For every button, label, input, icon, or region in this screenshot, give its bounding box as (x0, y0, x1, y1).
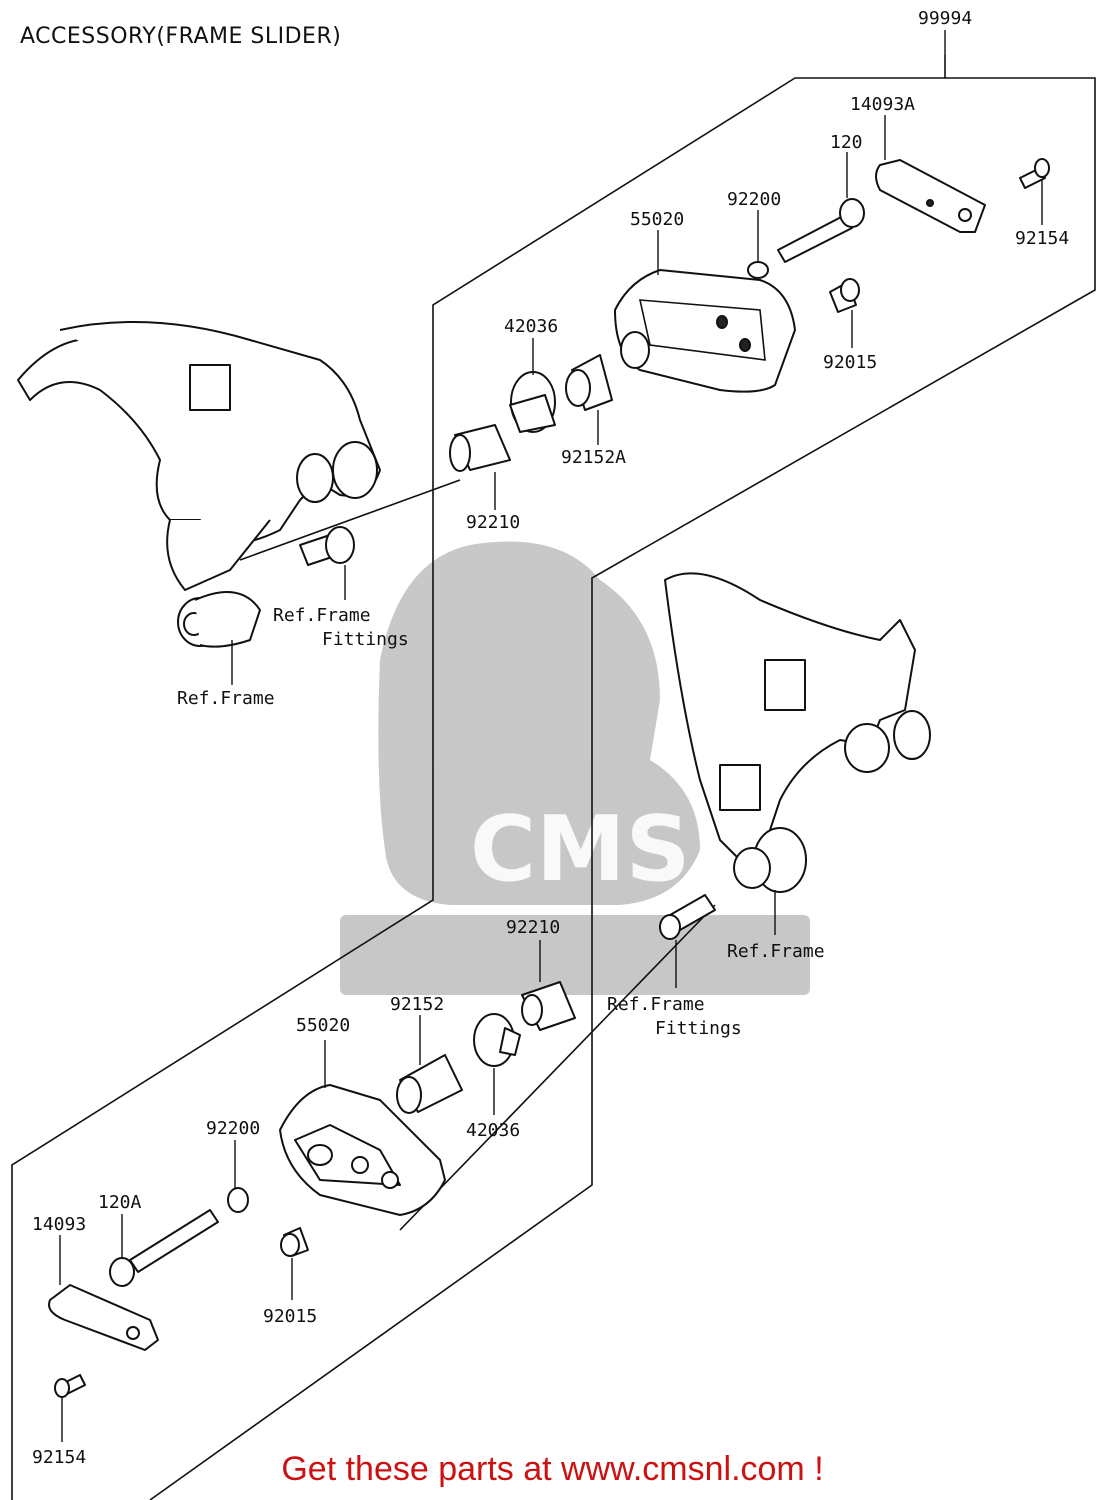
bolt-120A (109, 1209, 219, 1287)
label-99994: 99994 (918, 8, 972, 29)
washer-92200-bot (227, 1187, 249, 1213)
collar-92210-top (449, 424, 511, 472)
washer-42036-bot (473, 1013, 521, 1067)
axis-upper-left (239, 479, 461, 561)
label-92152: 92152 (390, 994, 444, 1015)
frame-fitting-bolt-mid (659, 894, 716, 940)
frame-right (664, 572, 931, 893)
plate-14093A (875, 159, 986, 233)
label-42036-bot: 42036 (466, 1120, 520, 1141)
plate-14093 (48, 1284, 159, 1351)
label-55020-top: 55020 (630, 209, 684, 230)
slider-55020-bot (279, 1084, 446, 1216)
label-42036-top: 42036 (504, 316, 558, 337)
frame-fitting-bolt-top (299, 526, 355, 566)
footer-link-text[interactable]: Get these parts at www.cmsnl.com ! (281, 1450, 824, 1488)
label-ref-frame-fittings-top-1: Ref.Frame (273, 605, 371, 626)
collar-92210-mid (521, 981, 576, 1031)
cms-watermark: CMS (340, 541, 810, 995)
label-92210-mid: 92210 (506, 917, 560, 938)
frame-left (17, 321, 381, 648)
label-120A: 120A (98, 1192, 142, 1213)
label-120: 120 (830, 132, 863, 153)
label-ref-frame-fittings-top-2: Fittings (322, 629, 409, 650)
label-92152A: 92152A (561, 447, 626, 468)
slider-55020-top (614, 269, 796, 393)
label-14093: 14093 (32, 1214, 86, 1235)
collar-92015-bot (280, 1227, 309, 1257)
label-92154-top: 92154 (1015, 228, 1069, 249)
label-ref-frame-fittings-mid-1: Ref.Frame (607, 994, 705, 1015)
washer-42036-top (509, 371, 556, 433)
label-ref-frame-fittings-mid-2: Fittings (655, 1018, 742, 1039)
diagram-title: ACCESSORY(FRAME SLIDER) (20, 24, 342, 49)
spacer-92152 (396, 1054, 463, 1114)
collar-92015-top (829, 278, 860, 313)
watermark-text: CMS (470, 797, 690, 902)
label-92200-top: 92200 (727, 189, 781, 210)
label-14093A: 14093A (850, 94, 915, 115)
label-92015-bot: 92015 (263, 1306, 317, 1327)
label-ref-frame-right: Ref.Frame (727, 941, 825, 962)
kit-outline (11, 55, 1096, 1500)
screw-92154-top (1019, 158, 1050, 189)
washer-92200-top (747, 261, 769, 279)
label-92200-bot: 92200 (206, 1118, 260, 1139)
label-ref-frame-top: Ref.Frame (177, 688, 275, 709)
axis-lower (399, 904, 716, 1231)
label-55020-bot: 55020 (296, 1015, 350, 1036)
spacer-92152A (565, 354, 613, 411)
screw-92154-bot (54, 1374, 86, 1398)
label-92015-top: 92015 (823, 352, 877, 373)
label-92154-bot: 92154 (32, 1447, 86, 1468)
label-92210-top: 92210 (466, 512, 520, 533)
bolt-120 (777, 198, 865, 263)
